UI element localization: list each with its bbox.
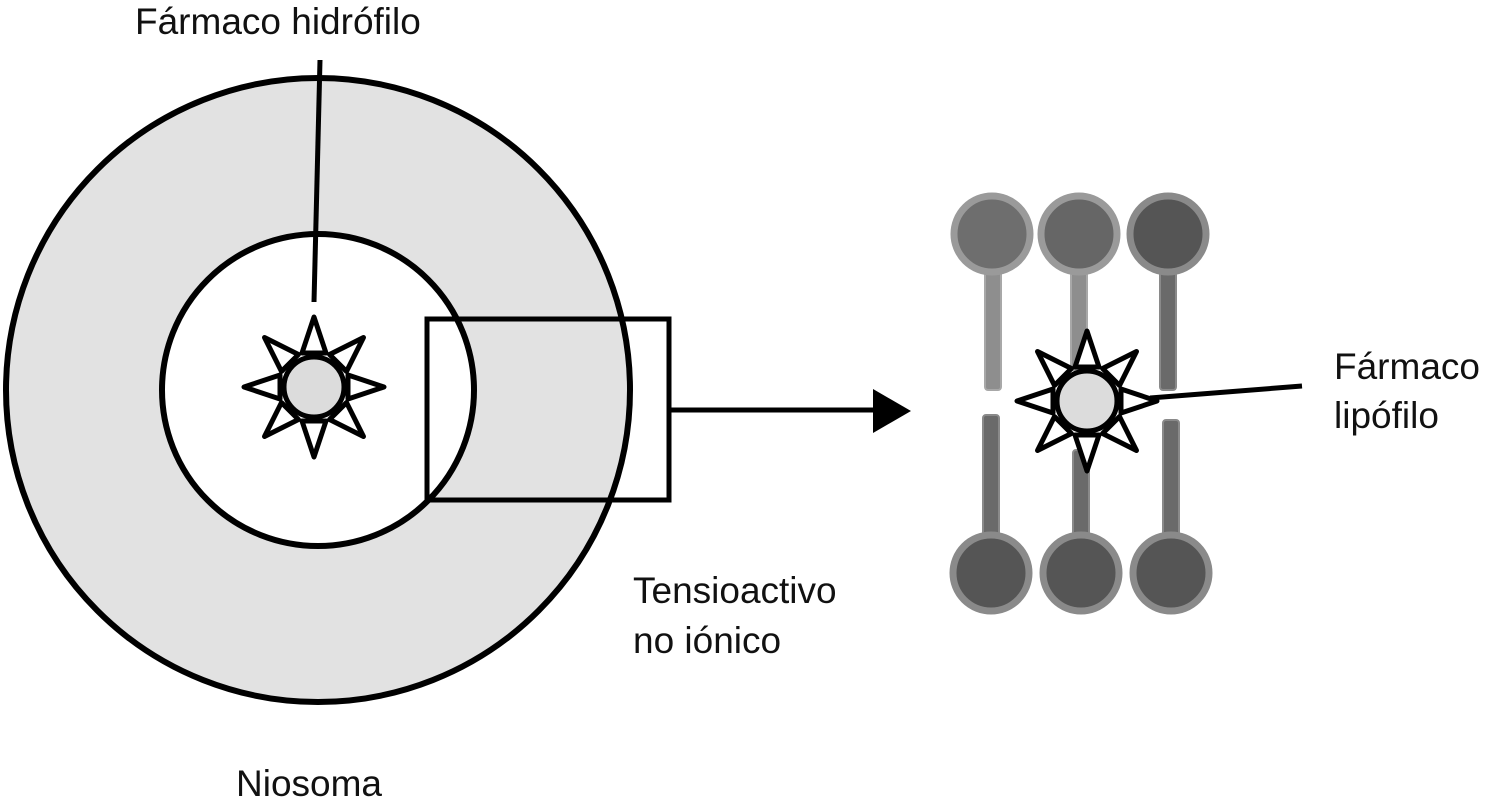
surfactant-molecule bbox=[950, 192, 1034, 391]
drug-spike bbox=[262, 335, 301, 374]
drug-spike bbox=[1035, 414, 1074, 453]
lipophilic-drug-icon bbox=[1014, 328, 1160, 474]
lipophilic-drug-leader-line bbox=[1149, 383, 1303, 401]
surfactant-label-line1: Tensioactivo bbox=[633, 570, 837, 611]
drug-spike bbox=[1118, 386, 1160, 416]
surfactant-bilayer bbox=[949, 192, 1213, 615]
niosome-label: Niosoma bbox=[236, 763, 382, 804]
drug-spike bbox=[1100, 349, 1139, 388]
drug-spike bbox=[327, 335, 366, 374]
drug-spike bbox=[327, 400, 366, 439]
drug-spike bbox=[1072, 432, 1102, 474]
surfactant-molecule bbox=[1126, 192, 1210, 391]
drug-spike bbox=[1035, 349, 1074, 388]
drug-spike bbox=[1100, 414, 1139, 453]
drug-spike bbox=[241, 372, 283, 402]
lipophilic-drug-label-line1: Fármaco bbox=[1334, 346, 1480, 387]
surfactant-molecule bbox=[1129, 419, 1213, 615]
surfactant-molecule bbox=[1037, 192, 1121, 371]
lipophilic-drug-label-line2: lipófilo bbox=[1334, 395, 1439, 436]
zoom-arrow-head bbox=[873, 389, 911, 433]
hydrophilic-drug-icon bbox=[241, 314, 387, 460]
drug-core bbox=[281, 354, 347, 420]
hydrophilic-drug-leader-line bbox=[311, 59, 323, 303]
hydrophilic-drug-label: Fármaco hidrófilo bbox=[135, 1, 421, 42]
drug-spike bbox=[299, 314, 329, 356]
surfactant-molecule bbox=[949, 414, 1033, 615]
surfactant-molecule bbox=[1039, 449, 1123, 615]
drug-spike bbox=[299, 418, 329, 460]
surfactant-label-line2: no iónico bbox=[633, 620, 781, 661]
drug-spike bbox=[1072, 328, 1102, 370]
drug-spike bbox=[1014, 386, 1056, 416]
drug-spike bbox=[262, 400, 301, 439]
drug-spike bbox=[345, 372, 387, 402]
drug-core bbox=[1054, 368, 1120, 434]
